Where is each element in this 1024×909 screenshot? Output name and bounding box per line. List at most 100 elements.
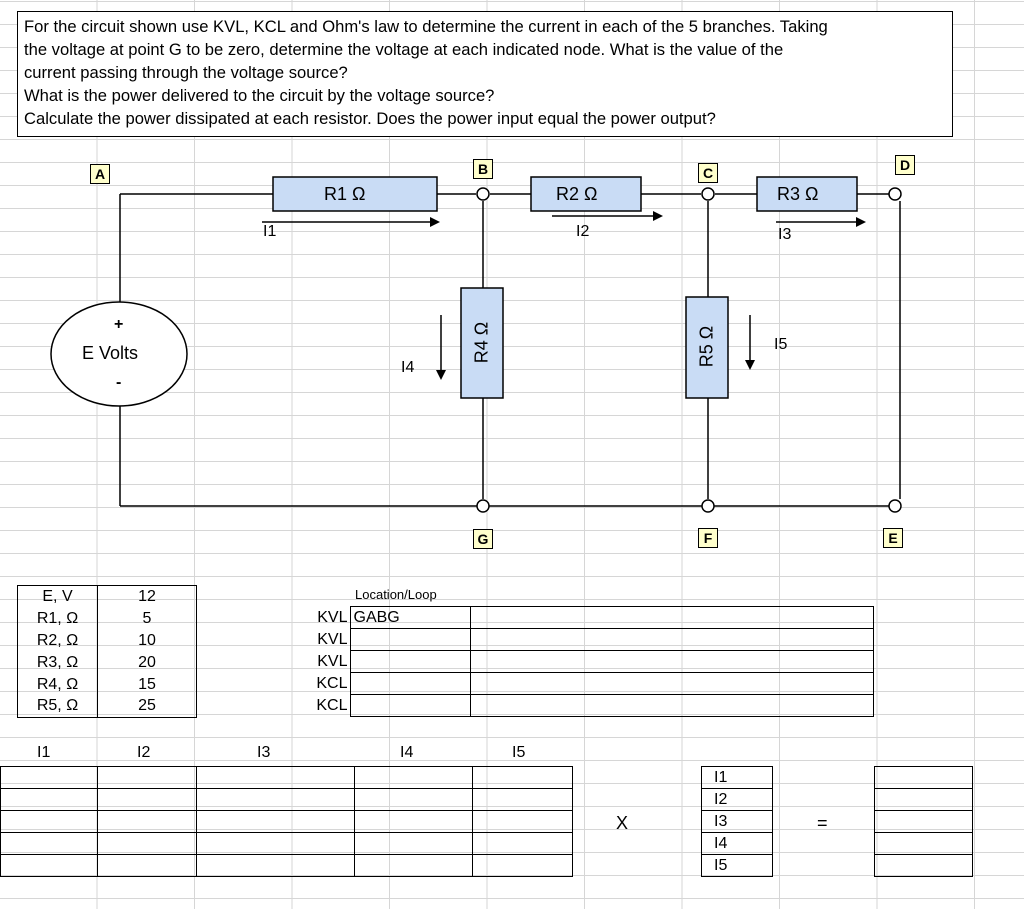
vector-row-1: I1 <box>701 766 773 789</box>
source-minus: - <box>116 374 122 391</box>
result-cell[interactable] <box>874 766 973 789</box>
cell-label-r2[interactable]: R2, Ω <box>36 631 79 649</box>
matrix-cell[interactable] <box>196 832 355 855</box>
vector-cell-i3[interactable]: I3 <box>701 810 773 833</box>
loop-eq-2[interactable] <box>469 628 874 651</box>
node-f: F <box>698 528 718 548</box>
matrix-cell[interactable] <box>354 832 473 855</box>
loop-type-5[interactable]: KCL <box>316 696 348 714</box>
loop-row-5: KCL <box>300 694 874 717</box>
r4-label: R4 Ω <box>471 321 492 364</box>
cell-value-r5[interactable]: 25 <box>97 695 197 718</box>
loop-eq-3[interactable] <box>469 650 874 673</box>
loop-row-4: KCL <box>300 672 874 695</box>
loop-location-2[interactable] <box>349 628 471 651</box>
loop-table: KVL GABG KVL KVL KCL KCL <box>300 606 874 717</box>
node-d-terminal <box>888 187 902 201</box>
cell-label-r4[interactable]: R4, Ω <box>36 675 79 693</box>
times-sign: X <box>616 813 629 833</box>
matrix-cell[interactable] <box>196 810 355 833</box>
result-cell[interactable] <box>874 788 973 811</box>
matrix-cell[interactable] <box>472 810 573 833</box>
matrix-cell[interactable] <box>354 810 473 833</box>
resistor-r4 <box>460 287 504 399</box>
matrix-cell[interactable] <box>97 810 197 833</box>
cell-label-r5[interactable]: R5, Ω <box>36 697 79 715</box>
loop-location-5[interactable] <box>349 694 471 717</box>
node-f-terminal <box>701 499 715 513</box>
matrix-cell[interactable] <box>0 832 98 855</box>
problem-line-4: What is the power delivered to the circu… <box>24 86 495 105</box>
vector-cell-i5[interactable]: I5 <box>701 854 773 877</box>
matrix-cell[interactable] <box>472 788 573 811</box>
matrix-cell[interactable] <box>97 832 197 855</box>
cell-value-r4[interactable]: 15 <box>97 673 197 696</box>
i5-label: I5 <box>774 336 788 353</box>
loop-location-3[interactable] <box>349 650 471 673</box>
matrix-cell[interactable] <box>97 788 197 811</box>
matrix-cell[interactable] <box>472 854 573 877</box>
values-row-r4: R4, Ω 15 <box>18 673 197 696</box>
loop-location-1[interactable]: GABG <box>349 606 471 629</box>
cell-label-r1[interactable]: R1, Ω <box>36 609 79 627</box>
i1-label: I1 <box>263 223 277 240</box>
loop-type-2[interactable]: KVL <box>317 630 348 648</box>
vector-row-4: I4 <box>701 832 773 855</box>
problem-statement: For the circuit shown use KVL, KCL and O… <box>17 11 953 137</box>
loop-eq-1[interactable] <box>469 606 874 629</box>
i2-label: I2 <box>576 223 590 240</box>
values-row-r3: R3, Ω 20 <box>18 651 197 674</box>
r5-label: R5 Ω <box>696 325 717 368</box>
matrix-cell[interactable] <box>0 854 98 877</box>
vector-cell-i2[interactable]: I2 <box>701 788 773 811</box>
result-vector <box>874 766 973 877</box>
arrowhead-i2 <box>653 211 663 221</box>
matrix-cell[interactable] <box>0 766 98 789</box>
cell-value-r2[interactable]: 10 <box>97 629 197 652</box>
matrix-cell[interactable] <box>97 854 197 877</box>
vector-row-2: I2 <box>701 788 773 811</box>
matrix-cell[interactable] <box>354 854 473 877</box>
cell-label-e[interactable]: E, V <box>42 587 73 605</box>
i4-label: I4 <box>401 359 415 376</box>
matrix-cell[interactable] <box>97 766 197 789</box>
loop-type-4[interactable]: KCL <box>316 674 348 692</box>
result-cell[interactable] <box>874 810 973 833</box>
node-d: D <box>895 155 915 175</box>
cell-value-r1[interactable]: 5 <box>97 607 197 630</box>
loop-eq-4[interactable] <box>469 672 874 695</box>
arrowhead-i4 <box>436 370 446 380</box>
matrix-cell[interactable] <box>196 766 355 789</box>
equals-sign: = <box>817 813 828 833</box>
cell-value-r3[interactable]: 20 <box>97 651 197 674</box>
matrix-row-2 <box>0 788 573 811</box>
matrix-cell[interactable] <box>196 854 355 877</box>
matrix-cell[interactable] <box>0 810 98 833</box>
loop-type-3[interactable]: KVL <box>317 652 348 670</box>
source-label: E Volts <box>82 343 139 363</box>
matrix-cell[interactable] <box>472 766 573 789</box>
matrix-row-5 <box>0 854 573 877</box>
arrowhead-i1 <box>430 217 440 227</box>
loop-eq-5[interactable] <box>469 694 874 717</box>
values-row-e: E, V 12 <box>18 585 197 608</box>
resistor-r5 <box>685 296 729 399</box>
result-cell[interactable] <box>874 832 973 855</box>
result-cell[interactable] <box>874 854 973 877</box>
matrix-cell[interactable] <box>0 788 98 811</box>
loop-type-1[interactable]: KVL <box>317 608 348 626</box>
matrix-cell[interactable] <box>196 788 355 811</box>
vector-cell-i1[interactable]: I1 <box>701 766 773 789</box>
resistor-r1 <box>272 176 438 212</box>
vector-cell-i4[interactable]: I4 <box>701 832 773 855</box>
r3-label: R3 Ω <box>777 184 819 204</box>
node-e-terminal <box>888 499 902 513</box>
matrix-cell[interactable] <box>354 788 473 811</box>
cell-label-r3[interactable]: R3, Ω <box>36 653 79 671</box>
i3-label: I3 <box>778 226 792 243</box>
cell-value-e[interactable]: 12 <box>97 585 197 608</box>
matrix-cell[interactable] <box>354 766 473 789</box>
matrix-cell[interactable] <box>472 832 573 855</box>
loop-location-4[interactable] <box>349 672 471 695</box>
